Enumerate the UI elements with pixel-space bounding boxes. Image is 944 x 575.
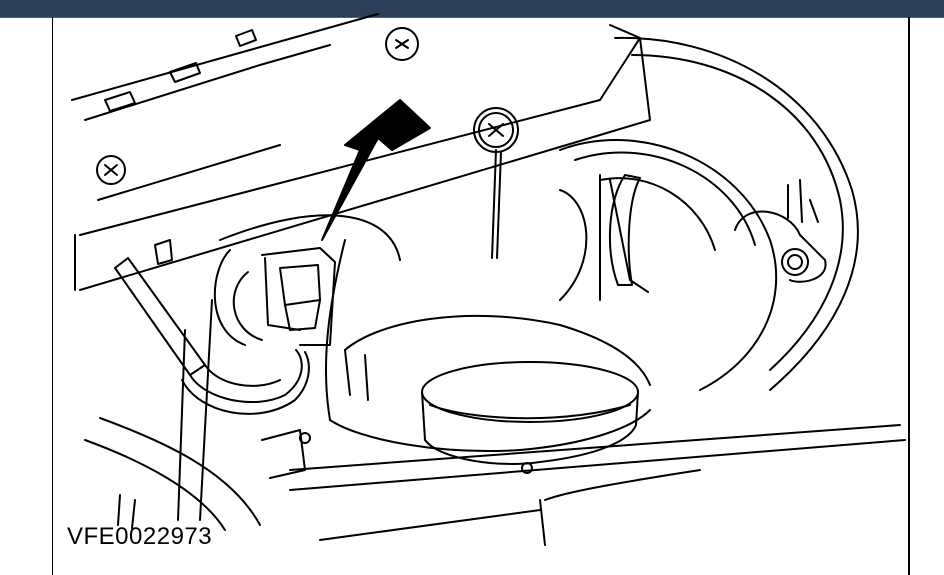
pointer-arrow: [321, 99, 431, 241]
mounting-ear: [734, 179, 827, 283]
screw-center: [473, 107, 519, 259]
blower-housing: [559, 36, 859, 391]
lower-frame: [84, 299, 906, 546]
right-frame-border: [908, 17, 910, 575]
mounting-bracket: [71, 13, 651, 291]
screw-top: [385, 27, 419, 61]
left-frame-border: [52, 17, 53, 575]
housing-vanes: [609, 174, 641, 286]
connector-wires: [114, 257, 310, 415]
electrical-connector: [213, 214, 401, 346]
screw-left: [96, 155, 126, 185]
window-top-bar: [0, 0, 944, 18]
motor-end-cap: [421, 361, 639, 474]
figure-code-label: VFE0022973: [67, 523, 213, 550]
blower-motor-body: [324, 174, 651, 452]
